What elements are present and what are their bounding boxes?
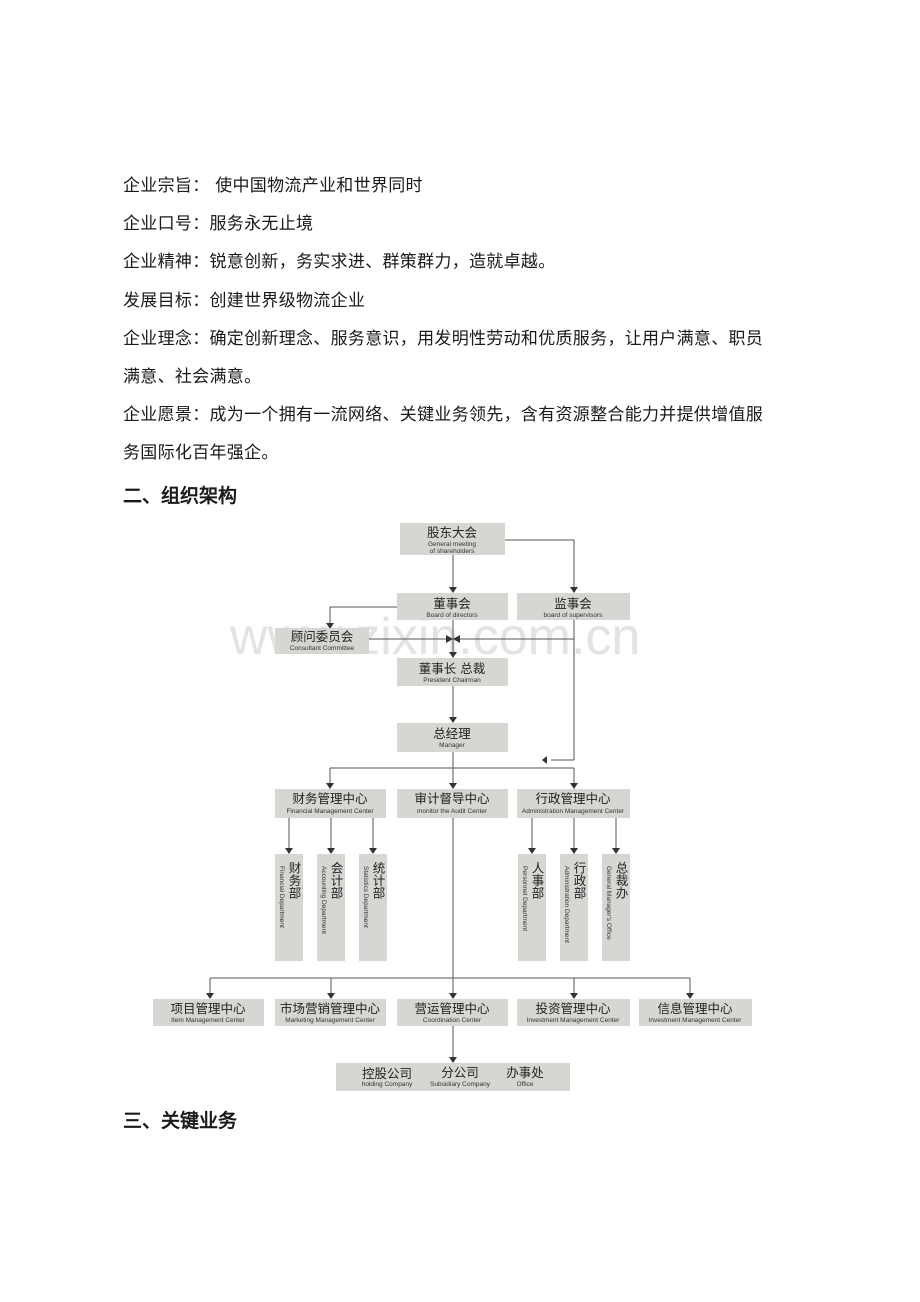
org-node-label: General meeting	[428, 541, 476, 548]
org-node-label: 董事长 总裁	[419, 661, 485, 676]
node-board-of-directors: 董事会 Board of directors	[397, 593, 508, 620]
org-node-label: 股东大会	[427, 525, 478, 540]
org-node-label: Office	[517, 1081, 534, 1088]
org-node-label: 总裁办	[614, 861, 629, 899]
goal-line: 发展目标：创建世界级物流企业	[123, 291, 366, 311]
org-node-label: board of supervisors	[544, 612, 604, 619]
org-node-label: Accounting Department	[320, 866, 327, 934]
philosophy-line: 企业理念：确定创新理念、服务意识，用发明性劳动和优质服务，让用户满意、职员	[123, 329, 764, 349]
node-statistics-department: Statistics Department 统计部	[359, 854, 387, 961]
org-node-label: Subsidiary Company	[430, 1081, 491, 1088]
node-financial-management-center: 财务管理中心 Financial Management Center	[275, 789, 386, 818]
node-president-chairman: 董事长 总裁 President Chairman	[397, 658, 508, 686]
subsidiary-company-label: 分公司	[441, 1065, 479, 1080]
org-node-label: 行政部	[572, 861, 587, 899]
org-node-label: Marketing Management Center	[285, 1017, 375, 1024]
org-node-label: 市场营销管理中心	[280, 1001, 381, 1016]
org-node-label: Consultant Committee	[290, 645, 355, 652]
node-item-management-center: 项目管理中心 Item Management Center	[153, 999, 264, 1026]
node-financial-department: Financial Department 财务部	[275, 854, 303, 961]
node-coordination-center: 营运管理中心 Coordination Center	[397, 999, 508, 1026]
org-node-label: 总经理	[433, 726, 471, 741]
org-node-label: 财务部	[287, 861, 302, 899]
node-consultant-committee: 顾问委员会 Consultant Committee	[275, 628, 369, 654]
org-node-label: Personnel Department	[521, 866, 528, 931]
org-connectors	[206, 539, 694, 1063]
node-shareholders-meeting: 股东大会 General meeting of shareholders	[400, 523, 505, 555]
org-node-label: Manager	[439, 742, 465, 749]
org-node-label: Financial Management Center	[286, 808, 374, 815]
org-node-label: Investment Management Center	[527, 1017, 621, 1024]
org-node-label: 统计部	[371, 861, 386, 899]
node-gm-office: General Manager's Office 总裁办	[602, 854, 630, 961]
org-node-label: Statistics Department	[362, 866, 369, 928]
holding-company-label: 控股公司	[362, 1066, 412, 1081]
org-node-label: 财务管理中心	[292, 791, 368, 806]
org-node-label: President Chairman	[423, 677, 481, 684]
node-audit-center: 审计督导中心 monitor the Audit Center	[397, 789, 508, 818]
mission-line: 企业宗旨： 使中国物流产业和世界同时	[123, 176, 423, 196]
org-node-label: Financial Department	[278, 866, 285, 928]
org-node-label: Investment Management Center	[649, 1017, 743, 1024]
node-administration-management-center: 行政管理中心 Administration Management Center	[517, 789, 630, 818]
org-node-label: 行政管理中心	[535, 791, 611, 806]
org-node-label: monitor the Audit Center	[417, 808, 488, 815]
slogan-line: 企业口号：服务永无止境	[123, 214, 314, 234]
node-subsidiaries: 控股公司 holding Company 分公司 Subsidiary Comp…	[336, 1063, 570, 1091]
node-marketing-management-center: 市场营销管理中心 Marketing Management Center	[275, 999, 386, 1026]
org-node-label: 顾问委员会	[291, 629, 354, 644]
section-heading-org-structure: 二、组织架构	[123, 485, 238, 507]
org-node-label: Administration Management Center	[522, 808, 625, 815]
org-node-label: 人事部	[530, 861, 545, 899]
org-node-label: Board of directors	[426, 612, 478, 619]
org-node-label: of shareholders	[430, 548, 476, 555]
org-node-label: 审计督导中心	[414, 791, 490, 806]
org-node-label: 营运管理中心	[414, 1001, 490, 1016]
philosophy-line-cont: 满意、社会满意。	[123, 367, 262, 387]
node-information-management-center: 信息管理中心 Investment Management Center	[639, 999, 752, 1026]
vision-line: 企业愿景：成为一个拥有一流网络、关键业务领先，含有资源整合能力并提供增值服	[123, 405, 764, 425]
node-accounting-department: Accounting Department 会计部	[317, 854, 345, 961]
office-label: 办事处	[506, 1065, 544, 1080]
vision-line-cont: 务国际化百年强企。	[123, 443, 279, 463]
org-node-label: 会计部	[329, 861, 344, 899]
section-heading-key-business: 三、关键业务	[123, 1110, 238, 1132]
node-administration-department: Administration Department 行政部	[560, 854, 588, 961]
org-node-label: 项目管理中心	[170, 1001, 246, 1016]
node-board-of-supervisors: 监事会 board of supervisors	[517, 593, 630, 620]
node-general-manager: 总经理 Manager	[397, 723, 508, 752]
org-node-label: Administration Department	[563, 866, 570, 943]
node-personnel-department: Personnel Department 人事部	[518, 854, 546, 961]
org-node-label: 信息管理中心	[657, 1001, 733, 1016]
org-node-label: holding Company	[362, 1081, 413, 1088]
org-node-label: General Manager's Office	[605, 866, 612, 940]
node-investment-management-center: 投资管理中心 Investment Management Center	[517, 999, 630, 1026]
org-node-label: 投资管理中心	[535, 1001, 611, 1016]
org-node-label: 监事会	[554, 596, 592, 611]
spirit-line: 企业精神：锐意创新，务实求进、群策群力，造就卓越。	[123, 252, 556, 272]
org-node-label: 董事会	[433, 596, 471, 611]
org-node-label: Item Management Center	[171, 1017, 246, 1024]
org-node-label: Coordination Center	[423, 1017, 482, 1024]
